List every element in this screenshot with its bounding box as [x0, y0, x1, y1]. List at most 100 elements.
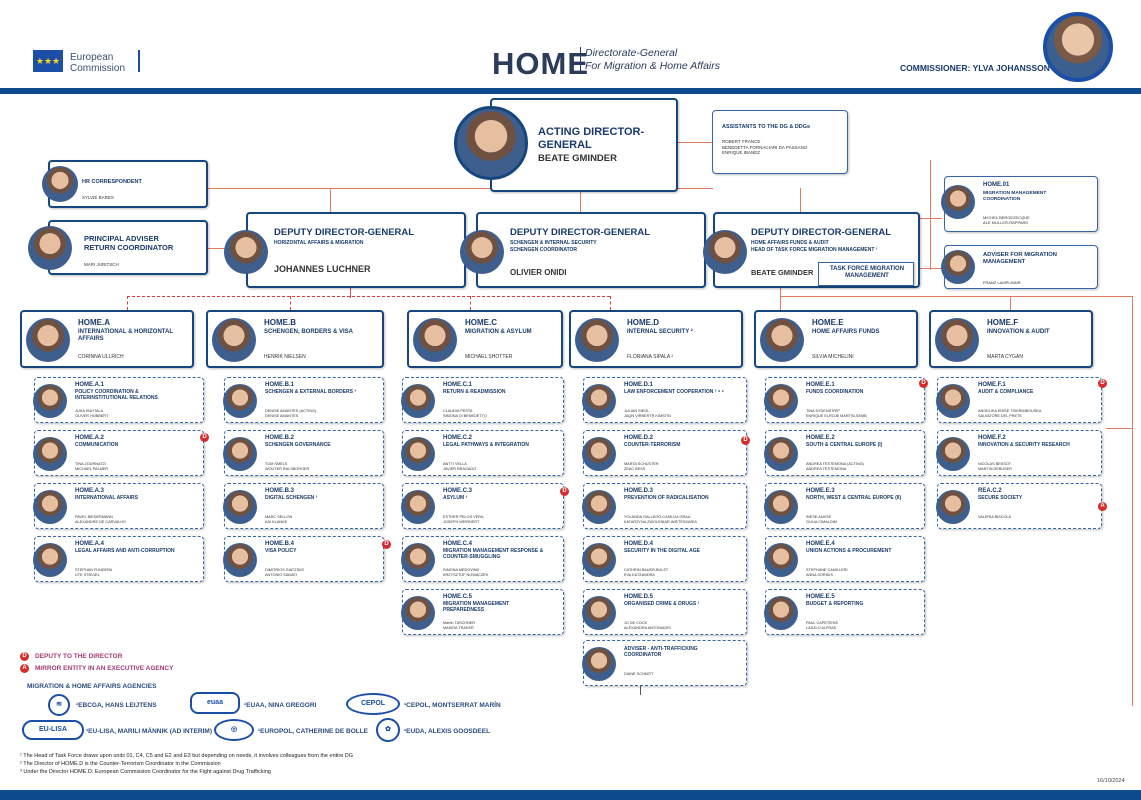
- home01-name: MICHEL BERGEZECQUE: [983, 215, 1030, 220]
- hr-correspondent-box[interactable]: HR CORRESPONDENT SYLVIE BARES: [42, 160, 208, 208]
- unit-head-name: DIMITRIOS GIATZIDIS: [265, 568, 304, 572]
- agency-euaa[interactable]: ¹EUAA, NINA GREGORI: [244, 702, 317, 709]
- unit-head-name: SIMONA MEDOVIND: [443, 568, 480, 572]
- unit-head-name: UTE STIEGEL: [75, 572, 100, 577]
- publish-date: 16/10/2024: [1097, 778, 1125, 784]
- principal-adviser-photo: [28, 226, 72, 270]
- unit-head-photo: [582, 490, 616, 524]
- eulisa-logo-icon: EU-LISA: [22, 720, 84, 740]
- unit-head-name: DENISE AMANTES: [265, 413, 299, 418]
- unit-head-name: MARTIN DEBUSER: [978, 466, 1012, 471]
- principal-adviser-box[interactable]: PRINCIPAL ADVISER RETURN COORDINATOR MAR…: [28, 220, 208, 275]
- directorate-title-line1: SCHENGEN, BORDERS & VISA: [264, 329, 354, 335]
- directorate-head-name: MARTA CYGAN: [987, 354, 1023, 360]
- assistants-box[interactable]: ASSISTANTS TO THE DG & DDGs ROBERT FRANC…: [712, 110, 848, 174]
- unit-title: FUNDS COORDINATION: [806, 389, 863, 396]
- agency-ebcga[interactable]: ¹EBCGA, HANS LEIJTENS: [76, 702, 157, 709]
- ddg-horizontal-box[interactable]: DEPUTY DIRECTOR-GENERAL HORIZONTAL AFFAI…: [224, 212, 466, 288]
- agency-europol[interactable]: ¹EUROPOL, CATHERINE DE BOLLE: [258, 728, 369, 735]
- unit-head-name: JUHA HUHTALA: [75, 409, 104, 413]
- task-force-box[interactable]: TASK FORCE MIGRATION MANAGEMENT: [818, 262, 914, 286]
- unit-head-photo: [764, 437, 798, 471]
- connector: [1010, 296, 1011, 310]
- legend-deputy-icon: D: [20, 652, 29, 661]
- unit-code: HOME.D.4: [624, 541, 654, 547]
- directorate-title-line1: MIGRATION & ASYLUM: [465, 329, 532, 335]
- agency-eulisa[interactable]: ¹EU-LISA, MARILI MÄNNIK (AD INTERIM): [86, 728, 213, 735]
- unit-head-photo: [764, 543, 798, 577]
- unit-title-line1: SCHENGEN & EXTERNAL BORDERS ³: [265, 389, 357, 395]
- directorate-title-line1: HOME AFFAIRS FUNDS: [812, 329, 880, 335]
- unit-head-name: ANTONIO SAMATI: [265, 572, 298, 577]
- home01-title-line2: COORDINATION: [983, 196, 1021, 202]
- unit-head-names: DENISE AMANTES (ACTING)DENISE AMANTES: [265, 409, 316, 418]
- assistants-title: ASSISTANTS TO THE DG & DDGs: [722, 124, 811, 130]
- unit-code: HOME.E.3: [806, 488, 835, 494]
- agency-cepol[interactable]: ¹CEPOL, MONTSERRAT MARÍN: [404, 702, 501, 709]
- unit-head-name: ANDREA TESTEMONA (ACTING): [806, 462, 864, 466]
- deputy-badge: D: [919, 379, 928, 388]
- unit-head-name: OLIVER HOBBERT: [75, 413, 109, 418]
- ddg2-photo: [460, 230, 504, 274]
- ddg-schengen-box[interactable]: DEPUTY DIRECTOR-GENERAL SCHENGEN & INTER…: [460, 212, 706, 288]
- connector: [780, 288, 781, 310]
- unit-head-photo: [582, 596, 616, 630]
- directorate-title-line1: INNOVATION & AUDIT: [987, 329, 1050, 335]
- unit-title: POLICY COORDINATION &INTERINSTITUTIONAL …: [75, 389, 158, 402]
- footnotes: ¹ The Head of Task Force draws upon unit…: [20, 752, 353, 776]
- unit-head-name: PAUL CAPETIENS: [806, 621, 839, 625]
- unit-code: HOME.B.1: [265, 382, 295, 388]
- ddg2-name: OLIVIER ONIDI: [510, 268, 567, 277]
- unit-title: LAW ENFORCEMENT COOPERATION ³ ⁴ ⁵: [624, 389, 724, 396]
- unit-head-name: KRZYSZTOF NOWACZEK: [443, 572, 489, 577]
- unit-title: RETURN & READMISSION: [443, 389, 506, 396]
- director-general-box[interactable]: ACTING DIRECTOR- GENERAL BEATE GMINDER: [454, 98, 678, 192]
- home01-names: MICHEL BERGEZECQUE ALE MULLER-RAPPARD: [983, 215, 1030, 225]
- ddg2-sub2: SCHENGEN COORDINATOR: [510, 247, 578, 253]
- unit-title: COUNTER-TERRORISM: [624, 442, 680, 449]
- home01-box[interactable]: HOME.01 MIGRATION MANAGEMENT COORDINATIO…: [941, 176, 1098, 232]
- unit-head-name: TINA SYDENSTRIP: [806, 409, 840, 413]
- unit-title-line1: LEGAL AFFAIRS AND ANTI-CORRUPTION: [75, 548, 175, 554]
- logo-divider: [138, 50, 140, 72]
- assistants-name-list: ROBERT FRANCE BENEDETTA FORNACIARI DA PA…: [722, 139, 807, 156]
- agency-euda[interactable]: ¹EUDA, ALEXIS GOOSDEEL: [404, 728, 491, 735]
- assistant-name: ROBERT FRANCE: [722, 139, 761, 144]
- directorate-code: HOME.D: [627, 318, 659, 327]
- adviser-migration-box[interactable]: ADVISER FOR MIGRATION MANAGEMENT FRANZ L…: [941, 245, 1098, 289]
